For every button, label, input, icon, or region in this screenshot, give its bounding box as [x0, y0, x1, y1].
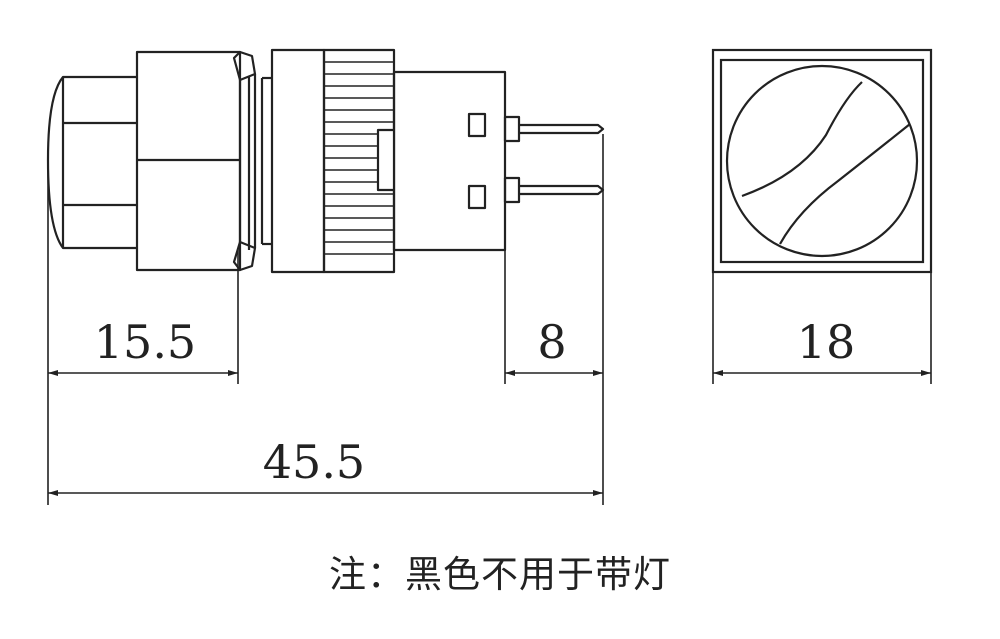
- flange: [232, 50, 257, 272]
- knob-grip-top: [741, 81, 863, 198]
- front-bezel-outer: [711, 48, 933, 274]
- dim-label-total: 45.5: [263, 435, 365, 489]
- dim-label-width: 18: [797, 315, 856, 369]
- threaded-body: [322, 48, 396, 274]
- knob-grip-bottom: [779, 123, 911, 245]
- knob: [46, 75, 137, 250]
- front-view: [711, 48, 933, 274]
- bezel: [135, 50, 242, 272]
- side-view: [46, 48, 605, 274]
- dim-label-pin: 8: [537, 315, 566, 369]
- dimension-lines: [47, 134, 932, 505]
- rear-housing: [392, 70, 507, 252]
- footnote: 注：黑色不用于带灯: [329, 553, 671, 596]
- front-bezel-inner: [719, 58, 925, 264]
- knob-face: [725, 64, 919, 258]
- mounting-nut: [260, 48, 326, 274]
- dim-label-bezel: 15.5: [94, 315, 196, 369]
- terminal-pins: [503, 115, 605, 204]
